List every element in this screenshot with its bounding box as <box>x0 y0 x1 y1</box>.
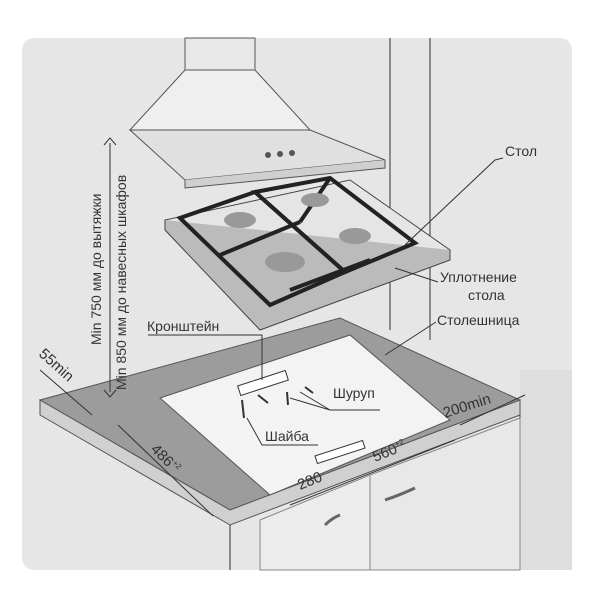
brackets <box>237 369 366 465</box>
leader-seal <box>394 267 439 283</box>
leader-washer <box>246 417 318 446</box>
leader-bracket <box>148 334 263 380</box>
leader-table <box>404 157 504 246</box>
hob <box>164 175 452 331</box>
width-dim-line <box>289 439 456 506</box>
burner <box>339 228 371 244</box>
depth-dim-line <box>117 424 214 517</box>
countertop <box>38 317 522 526</box>
side-dim-line <box>459 394 526 426</box>
range-hood <box>128 37 386 189</box>
side-cabinet <box>520 370 572 570</box>
cabinet-handle <box>384 486 416 502</box>
dim-cabinet-min: Min 850 мм до навесных шкафов <box>113 175 129 390</box>
label-bracket: Кронштейн <box>147 318 219 334</box>
label-screw: Шуруп <box>333 385 375 401</box>
cabinet-handle <box>323 513 341 527</box>
label-seal-1: Уплотнение <box>440 269 517 285</box>
burner <box>224 212 256 228</box>
dim-hood-min: Min 750 мм до вытяжки <box>88 194 104 345</box>
edge-dim-line <box>39 369 93 416</box>
label-countertop: Столешница <box>437 312 520 328</box>
leader-screw <box>289 391 380 411</box>
lower-cabinets <box>229 415 521 571</box>
cutout <box>159 334 451 496</box>
burner <box>301 193 329 207</box>
label-seal-2: стола <box>468 287 505 303</box>
burner <box>265 252 305 272</box>
grates <box>176 175 419 308</box>
leader-countertop <box>384 321 437 356</box>
label-washer: Шайба <box>265 428 309 444</box>
label-table: Стол <box>505 143 537 159</box>
